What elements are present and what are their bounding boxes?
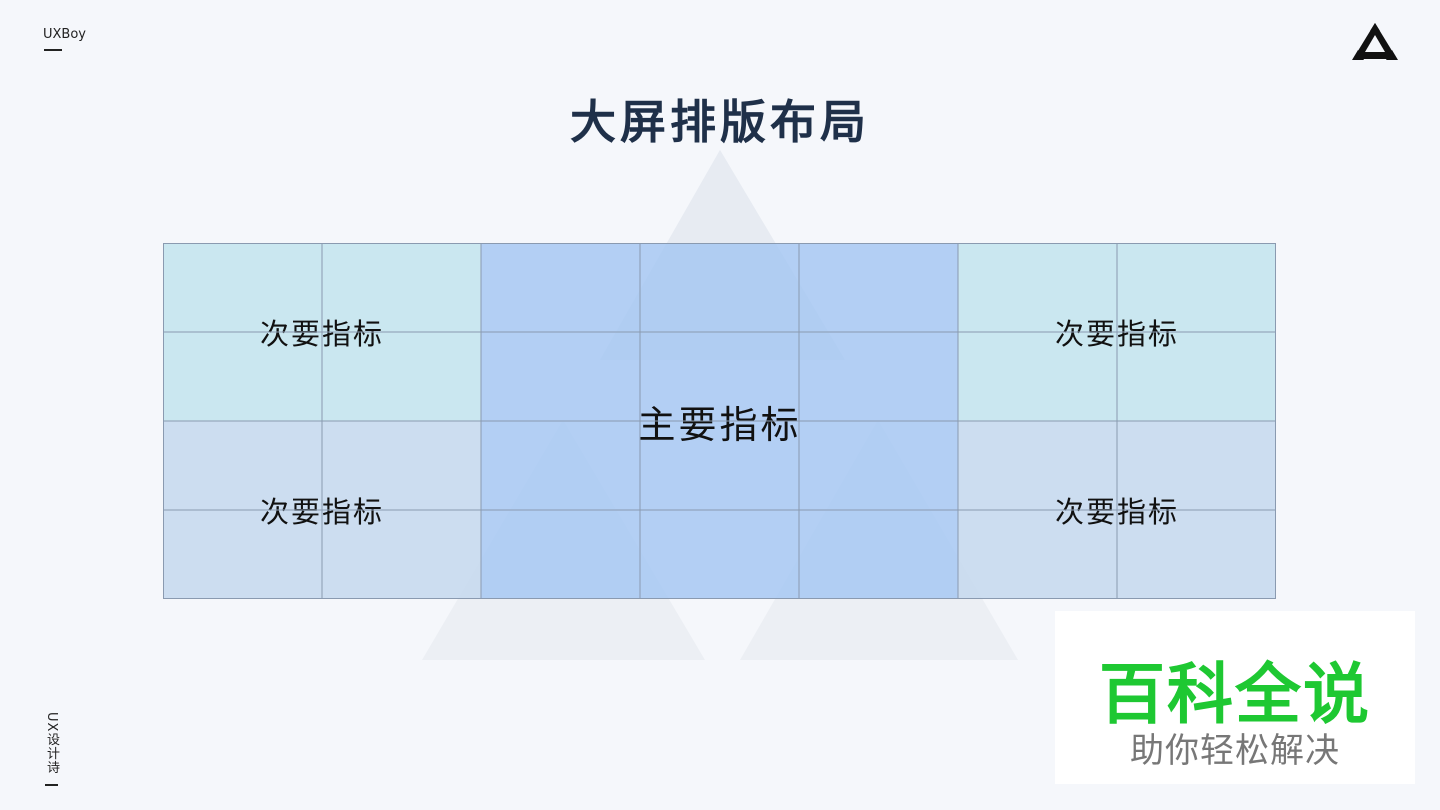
secondary-metric-label: 次要指标 — [1054, 317, 1179, 351]
primary-metric-block: 主要指标 — [481, 243, 958, 599]
secondary-metric-bottom-left: 次要指标 — [163, 421, 481, 599]
dashboard-layout-grid: 次要指标 次要指标 主要指标 次要指标 次要指标 — [163, 243, 1276, 599]
watermark-subtitle: 助你轻松解决 — [1130, 731, 1340, 771]
primary-metric-label: 主要指标 — [637, 402, 802, 447]
secondary-metric-top-right: 次要指标 — [958, 243, 1276, 421]
secondary-metric-label: 次要指标 — [259, 495, 384, 529]
watermark-badge: 百科全说 助你轻松解决 — [1055, 611, 1415, 784]
brand-name: UXBoy — [43, 27, 86, 42]
watermark-title: 百科全说 — [1099, 656, 1371, 733]
secondary-metric-label: 次要指标 — [259, 317, 384, 351]
secondary-metric-top-left: 次要指标 — [163, 243, 481, 421]
secondary-metric-label: 次要指标 — [1054, 495, 1179, 529]
brand-underline — [44, 49, 62, 51]
secondary-metric-bottom-right: 次要指标 — [958, 421, 1276, 599]
triangle-logo-icon — [1352, 23, 1398, 60]
page-title: 大屏排版布局 — [570, 95, 870, 149]
side-brand-label: UX设计诗 — [44, 712, 59, 775]
side-brand-line — [45, 784, 58, 786]
